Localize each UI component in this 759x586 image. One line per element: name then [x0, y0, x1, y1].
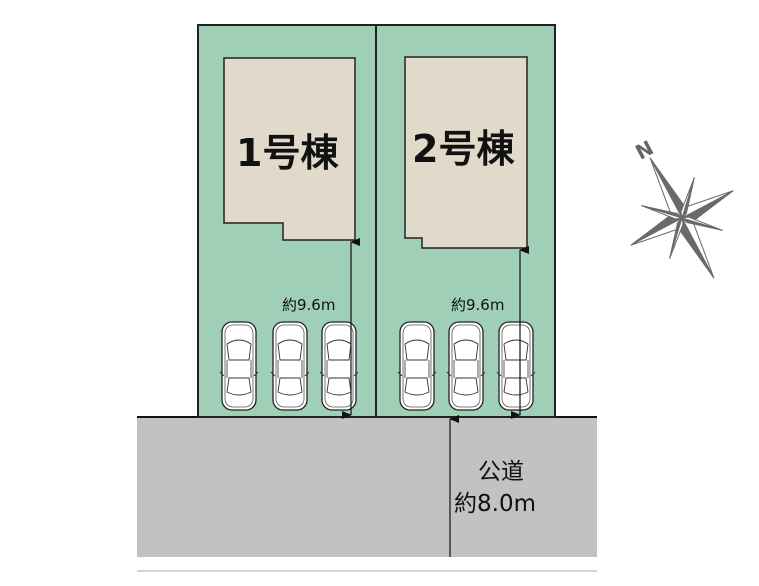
car-icon [219, 321, 259, 411]
parking-cars-lot-2 [397, 321, 536, 411]
road-label: 公道 [478, 459, 524, 485]
car-icon [446, 321, 486, 411]
building-1-footprint [223, 57, 356, 241]
building-1-label: 1号棟 [236, 131, 339, 175]
car-icon [397, 321, 437, 411]
car-icon [496, 321, 536, 411]
compass-rose-icon [630, 157, 734, 279]
lot-2-frontage-label: 約9.6m [451, 296, 505, 314]
road-width-label: 約8.0m [454, 491, 536, 517]
building-2-footprint [404, 56, 528, 249]
car-icon [319, 321, 359, 411]
parking-cars-lot-1 [219, 321, 359, 411]
building-2-label: 2号棟 [412, 127, 515, 171]
car-icon [270, 321, 310, 411]
public-road [137, 417, 597, 557]
lot-1-frontage-label: 約9.6m [282, 296, 336, 314]
